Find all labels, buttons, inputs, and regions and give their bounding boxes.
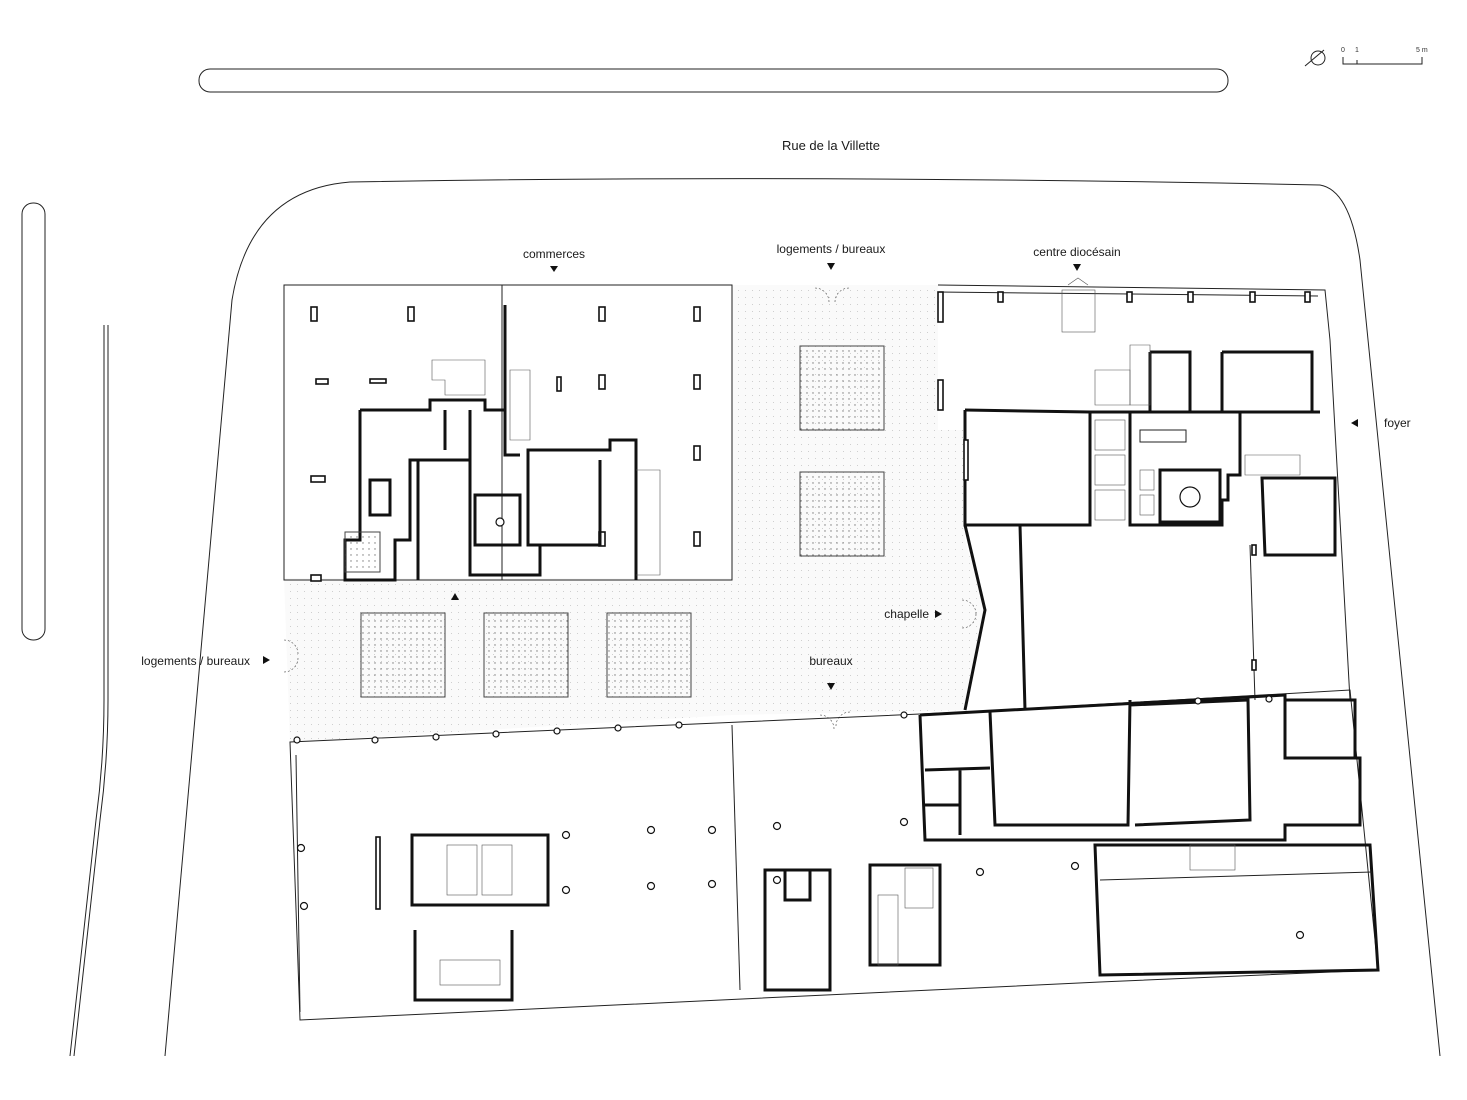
- planter: [360, 612, 446, 698]
- label-logements-top: logements / bureaux: [777, 242, 886, 256]
- label-logements-left: logements / bureaux: [141, 654, 250, 668]
- street-median: [198, 68, 1229, 93]
- scale-bar: 0 1 5 m: [1341, 47, 1428, 65]
- arrow-left-icon: [1351, 419, 1358, 427]
- site-boundary: [164, 178, 1441, 1057]
- label-commerces: commerces: [523, 247, 585, 261]
- curb-left-outer: [69, 325, 105, 1057]
- arrow-down-icon: [550, 266, 558, 272]
- label-bureaux: bureaux: [809, 654, 852, 668]
- planter: [606, 612, 692, 698]
- svg-text:0: 0: [1341, 47, 1345, 54]
- planter: [483, 612, 569, 698]
- bureaux-block: [289, 689, 1380, 1021]
- commerces-block: [283, 284, 733, 582]
- arrow-right-icon: [935, 610, 942, 618]
- centre-diocesain-block: [937, 277, 1351, 711]
- arrow-down-icon: [1073, 264, 1081, 271]
- arrow-down-icon: [827, 683, 835, 690]
- entrance-door: [283, 639, 299, 673]
- label-foyer: foyer: [1384, 416, 1411, 430]
- side-median: [21, 202, 46, 641]
- arrow-down-icon: [827, 263, 835, 270]
- planter: [799, 345, 885, 431]
- arrow-up-icon: [451, 593, 459, 600]
- svg-text:5 m: 5 m: [1416, 47, 1428, 54]
- street-name: Rue de la Villette: [782, 138, 880, 153]
- curb-left-inner: [73, 325, 109, 1057]
- label-centre-diocesain: centre diocésain: [1033, 245, 1120, 259]
- arrow-right-icon: [263, 656, 270, 664]
- svg-text:1: 1: [1355, 47, 1359, 54]
- planter: [799, 471, 885, 557]
- north-arrow-icon: [1304, 49, 1326, 67]
- entrance-door: [819, 711, 851, 730]
- label-chapelle: chapelle: [884, 607, 929, 621]
- chapel-door: [961, 599, 977, 629]
- entrance-door: [814, 287, 850, 303]
